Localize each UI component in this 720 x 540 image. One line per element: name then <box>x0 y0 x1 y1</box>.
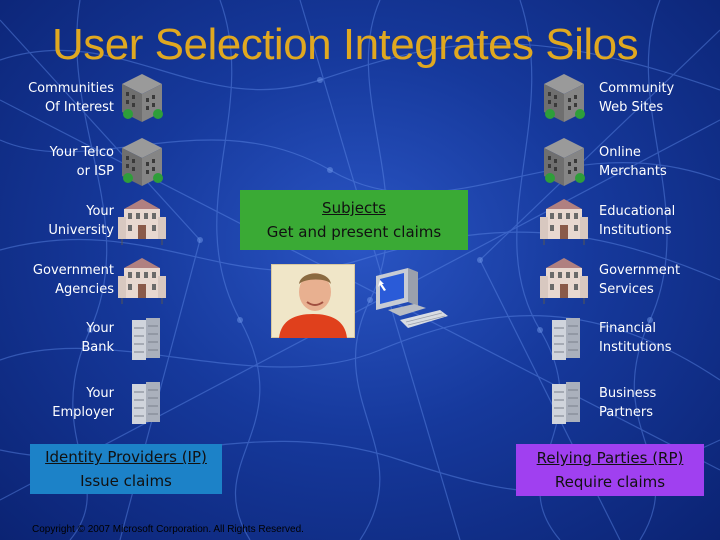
right-label-gov-services: Government Services <box>599 263 681 297</box>
subjects-box: Subjects Get and present claims <box>240 190 468 250</box>
subjects-heading: Subjects <box>322 199 386 217</box>
relying-parties-box: Relying Parties (RP) Require claims <box>516 444 704 496</box>
ip-heading: Identity Providers (IP) <box>45 448 207 466</box>
rp-text: Require claims <box>554 473 666 491</box>
copyright-notice: Copyright © 2007 Microsoft Corporation. … <box>32 524 304 535</box>
right-label-financial: Financial Institutions <box>599 321 672 355</box>
school-building-icon <box>540 198 589 246</box>
office-building-icon <box>122 74 163 122</box>
slide-title: User Selection Integrates Silos <box>52 20 639 69</box>
rp-heading: Relying Parties (RP) <box>536 449 684 467</box>
office-building-icon <box>544 138 585 186</box>
right-label-educational: Educational Institutions <box>599 204 676 238</box>
school-building-icon <box>540 257 589 305</box>
computer-icon <box>376 268 448 328</box>
right-label-partners: Business Partners <box>599 386 657 420</box>
right-label-merchants: Online Merchants <box>599 145 667 179</box>
left-label-government: Government Agencies <box>32 263 114 297</box>
right-label-community-web: Community Web Sites <box>599 81 675 115</box>
server-rack-icon <box>551 381 581 425</box>
left-label-employer: Your Employer <box>52 386 114 420</box>
school-building-icon <box>118 198 167 246</box>
left-label-communities: Communities Of Interest <box>28 81 114 115</box>
left-label-university: Your University <box>48 204 114 238</box>
subjects-text: Get and present claims <box>266 223 442 241</box>
school-building-icon <box>118 257 167 305</box>
ip-text: Issue claims <box>80 472 172 490</box>
server-rack-icon <box>131 317 161 361</box>
person-photo-icon <box>271 264 355 338</box>
identity-providers-box: Identity Providers (IP) Issue claims <box>30 444 222 494</box>
office-building-icon <box>544 74 585 122</box>
office-building-icon <box>122 138 163 186</box>
server-rack-icon <box>551 317 581 361</box>
server-rack-icon <box>131 381 161 425</box>
left-label-telco: Your Telco or ISP <box>49 145 114 179</box>
left-label-bank: Your Bank <box>81 321 114 355</box>
